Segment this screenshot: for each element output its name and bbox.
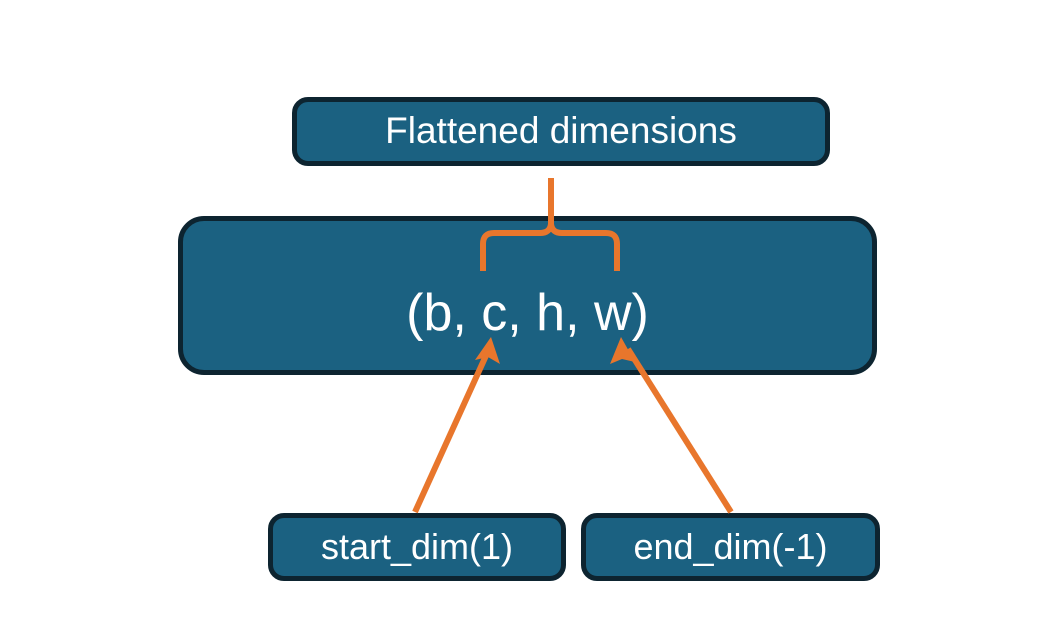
node-end-dim[interactable]: end_dim(-1) [581,513,880,581]
node-tensor-shape-label: (b, c, h, w) [406,283,649,342]
node-tensor-shape[interactable]: (b, c, h, w) [178,216,877,375]
node-flattened-dimensions-label: Flattened dimensions [385,110,737,152]
node-start-dim[interactable]: start_dim(1) [268,513,566,581]
node-end-dim-label: end_dim(-1) [633,526,828,568]
node-flattened-dimensions[interactable]: Flattened dimensions [292,97,830,166]
node-start-dim-label: start_dim(1) [320,526,514,568]
